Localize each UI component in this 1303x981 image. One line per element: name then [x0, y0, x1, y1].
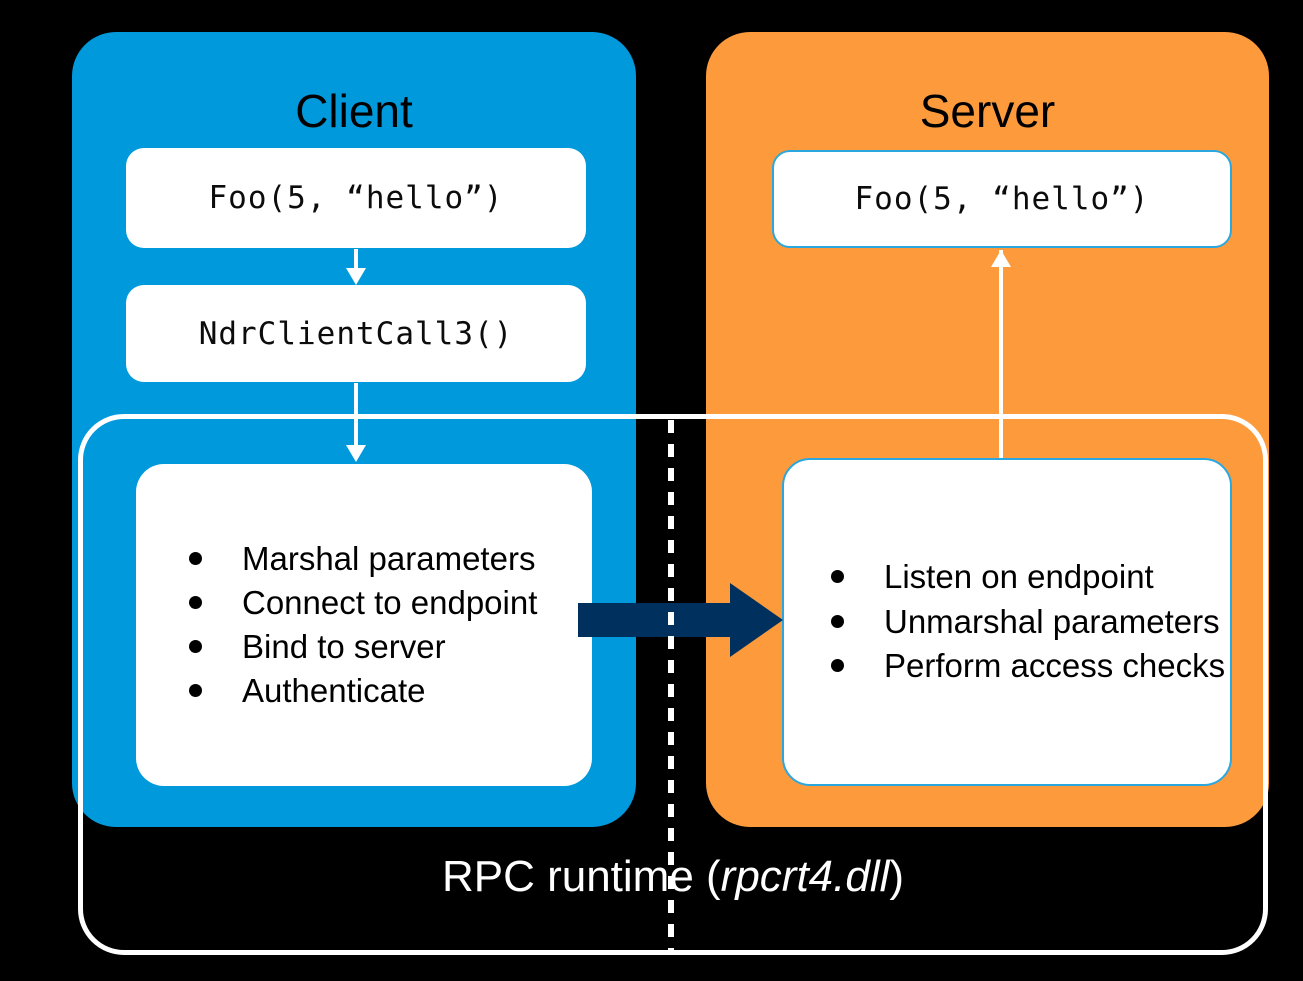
client-stub-box: NdrClientCall3() [126, 285, 586, 382]
bullet-icon [189, 684, 202, 698]
rpc-label-dll: rpcrt4.dll [720, 852, 890, 901]
server-call-text: Foo(5, “hello”) [854, 181, 1150, 217]
arrow-head [346, 268, 366, 285]
server-steps-list: Listen on endpoint Unmarshal parameters … [784, 555, 1230, 690]
arrow-right-icon [578, 583, 783, 657]
bullet-icon [189, 595, 202, 609]
arrow-head [346, 445, 366, 462]
arrow-shaft [354, 249, 358, 271]
list-item: Unmarshal parameters [826, 600, 1230, 644]
server-panel-title: Server [919, 85, 1056, 137]
arrow-shaft [354, 383, 358, 447]
client-panel-title: Client [295, 85, 413, 137]
server-step-label: Perform access checks [884, 647, 1226, 685]
client-stub-text: NdrClientCall3() [198, 315, 514, 352]
bullet-icon [831, 659, 844, 673]
list-item: Marshal parameters [184, 537, 592, 580]
server-steps-box: Listen on endpoint Unmarshal parameters … [782, 458, 1232, 786]
client-steps-box: Marshal parameters Connect to endpoint B… [136, 464, 592, 786]
server-step-label: Unmarshal parameters [884, 602, 1220, 640]
arrow-head [991, 250, 1011, 267]
client-steps-list: Marshal parameters Connect to endpoint B… [136, 537, 592, 714]
client-server-divider [668, 420, 674, 955]
list-item: Bind to server [184, 625, 592, 668]
list-item: Authenticate [184, 669, 592, 712]
arrow-shaft [999, 250, 1003, 458]
list-item: Listen on endpoint [826, 555, 1230, 599]
arrow-shaft [578, 603, 733, 637]
server-step-label: Listen on endpoint [884, 557, 1154, 595]
client-call-box: Foo(5, “hello”) [126, 148, 586, 248]
bullet-icon [831, 614, 844, 628]
arrow-head [730, 583, 783, 657]
client-step-label: Connect to endpoint [242, 583, 538, 621]
bullet-icon [189, 551, 202, 565]
rpc-label-prefix: RPC runtime ( [441, 852, 721, 901]
list-item: Perform access checks [826, 644, 1230, 688]
client-call-text: Foo(5, “hello”) [208, 180, 504, 216]
client-step-label: Bind to server [242, 628, 446, 665]
rpc-label-suffix: ) [889, 852, 905, 901]
bullet-icon [189, 640, 202, 653]
client-step-label: Marshal parameters [242, 539, 536, 577]
rpc-runtime-label: RPC runtime (rpcrt4.dll) [78, 855, 1268, 899]
bullet-icon [831, 569, 844, 583]
list-item: Connect to endpoint [184, 581, 592, 624]
server-call-box: Foo(5, “hello”) [772, 150, 1232, 248]
client-step-label: Authenticate [242, 672, 426, 710]
